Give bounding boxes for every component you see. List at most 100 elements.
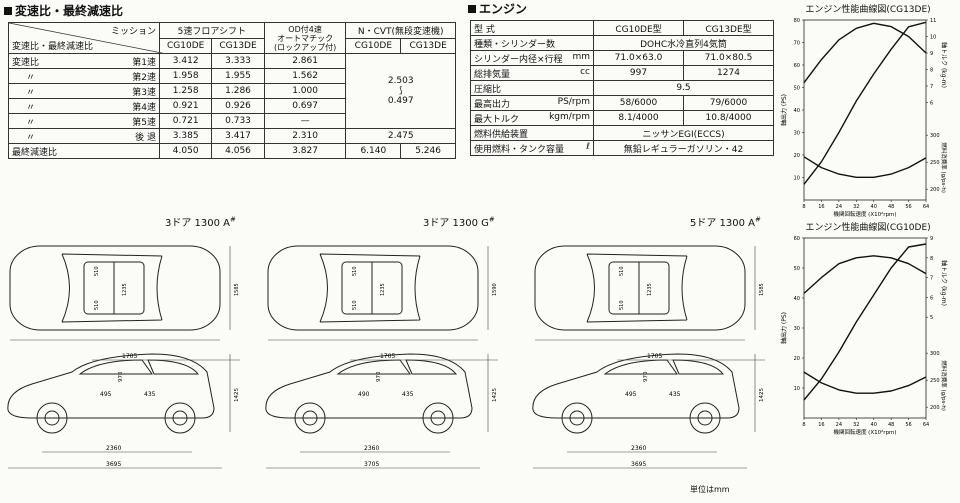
tick-label: 50 [794, 86, 800, 92]
tick-label: 16 [818, 204, 824, 210]
chart-title: エンジン性能曲線図(CG10DE) [805, 223, 931, 233]
cvt-reverse: 2.475 [345, 128, 456, 144]
dim-label: 1590 [492, 283, 498, 296]
dim-label: 970 [118, 371, 124, 382]
tick-label: 60 [794, 236, 800, 242]
diag-bottom-label: 変速比・最終減速比 [12, 42, 94, 52]
y2-axis-label: 軸トルク (kg-m) [940, 42, 948, 88]
tick-label: 40 [871, 422, 877, 428]
dim-label: 1705 [122, 353, 137, 360]
y2-axis-label: 軸トルク (kg-m) [940, 260, 948, 306]
tick-label: 8 [802, 204, 805, 210]
engine-section-title: エンジン [468, 0, 527, 17]
tick-label: 300 [930, 133, 940, 139]
tick-label: 64 [923, 204, 929, 210]
dim-label: 510 [94, 266, 100, 276]
tick-label: 11 [930, 18, 936, 24]
y-axis-label: 軸出力 (PS) [780, 312, 788, 344]
manual-header: 5速フロアシフト [159, 22, 265, 39]
tick-label: 8 [930, 256, 933, 262]
tick-label: 32 [853, 422, 859, 428]
tick-label: 64 [923, 422, 929, 428]
sub-cg13: CG13DE [211, 37, 265, 54]
dim-label: 3695 [106, 461, 121, 468]
tick-label: 50 [794, 266, 800, 272]
tick-label: 56 [905, 204, 911, 210]
dim-label: 970 [376, 371, 382, 382]
table-row: 種類・シリンダー数 DOHC水冷直列4気筒 [470, 35, 774, 51]
dim-label: 2360 [364, 445, 379, 452]
y3-axis-label: 燃料消費率 (g/ps-h) [940, 142, 948, 193]
tick-label: 40 [871, 204, 877, 210]
tick-label: 48 [888, 204, 894, 210]
tick-label: 24 [836, 422, 842, 428]
tick-label: 48 [888, 422, 894, 428]
series-line-fuel [803, 371, 927, 394]
dim-label: 435 [669, 391, 681, 398]
tick-label: 16 [818, 422, 824, 428]
tick-label: 9 [930, 51, 933, 57]
gear-ratio-table: ミッション 変速比・最終減速比 5速フロアシフト OD付4速 オートマチック (… [8, 22, 456, 159]
tick-label: 6 [930, 101, 933, 107]
sub-cg10: CG10DE [158, 37, 213, 54]
plot-frame [803, 237, 927, 419]
table-row: 圧縮比 9.5 [470, 80, 774, 96]
dim-label: 1705 [647, 353, 662, 360]
tick-label: 300 [930, 351, 940, 357]
dim-label: 2360 [106, 445, 121, 452]
tick-label: 20 [794, 356, 800, 362]
car-title: 5ドア 1300 A# [690, 215, 761, 229]
dim-label: 1425 [234, 388, 240, 402]
table-row: 〃第5速 0.721 0.733 — [8, 113, 456, 129]
tick-label: 200 [930, 405, 940, 411]
y-axis-label: 軸出力 (PS) [780, 94, 788, 126]
table-row: 燃料供給装置 ニッサンEGI(ECCS) [470, 125, 774, 141]
series-line-fuel [803, 156, 927, 178]
tick-label: 32 [853, 204, 859, 210]
dim-label: 495 [625, 391, 637, 398]
tick-label: 8 [802, 422, 805, 428]
table-row: 変速比第1速 3.412 3.333 2.861 2.503 ⟆ 0.497 [8, 53, 456, 129]
x-axis-label: 機関回転速度 (X10²rpm) [833, 428, 896, 436]
dim-label: 510 [94, 300, 100, 310]
table-row: 〃第4速 0.921 0.926 0.697 [8, 98, 456, 114]
dim-label: 1235 [380, 283, 386, 296]
tick-label: 10 [794, 176, 800, 182]
series-line-output [803, 243, 927, 401]
dim-label: 1235 [122, 283, 128, 296]
dim-label: 510 [352, 300, 358, 310]
y3-axis-label: 燃料消費率 (g/ps-h) [940, 360, 948, 411]
dim-label: 970 [643, 371, 649, 382]
table-row-final: 最終減速比 4.050 4.056 3.827 6.140 5.246 [8, 143, 456, 159]
dim-label: 1425 [492, 388, 498, 402]
square-bullet-icon [468, 5, 476, 13]
dim-label: 495 [100, 391, 112, 398]
dim-label: 1235 [647, 283, 653, 296]
dim-label: 1425 [759, 388, 765, 402]
tick-label: 200 [930, 187, 940, 193]
car-title: 3ドア 1300 A# [165, 215, 236, 229]
dim-label: 2360 [631, 445, 646, 452]
dim-label: 1705 [380, 353, 395, 360]
car-title: 3ドア 1300 G# [423, 215, 495, 229]
tick-label: 5 [930, 315, 933, 321]
tick-label: 30 [794, 326, 800, 332]
cvt-header: N・CVT(無段変速機) [345, 22, 456, 39]
x-axis-label: 機関回転速度 (X10²rpm) [833, 210, 896, 218]
tick-label: 250 [930, 160, 940, 166]
tick-label: 9 [930, 236, 933, 242]
diag-top-label: ミッション [110, 27, 156, 37]
